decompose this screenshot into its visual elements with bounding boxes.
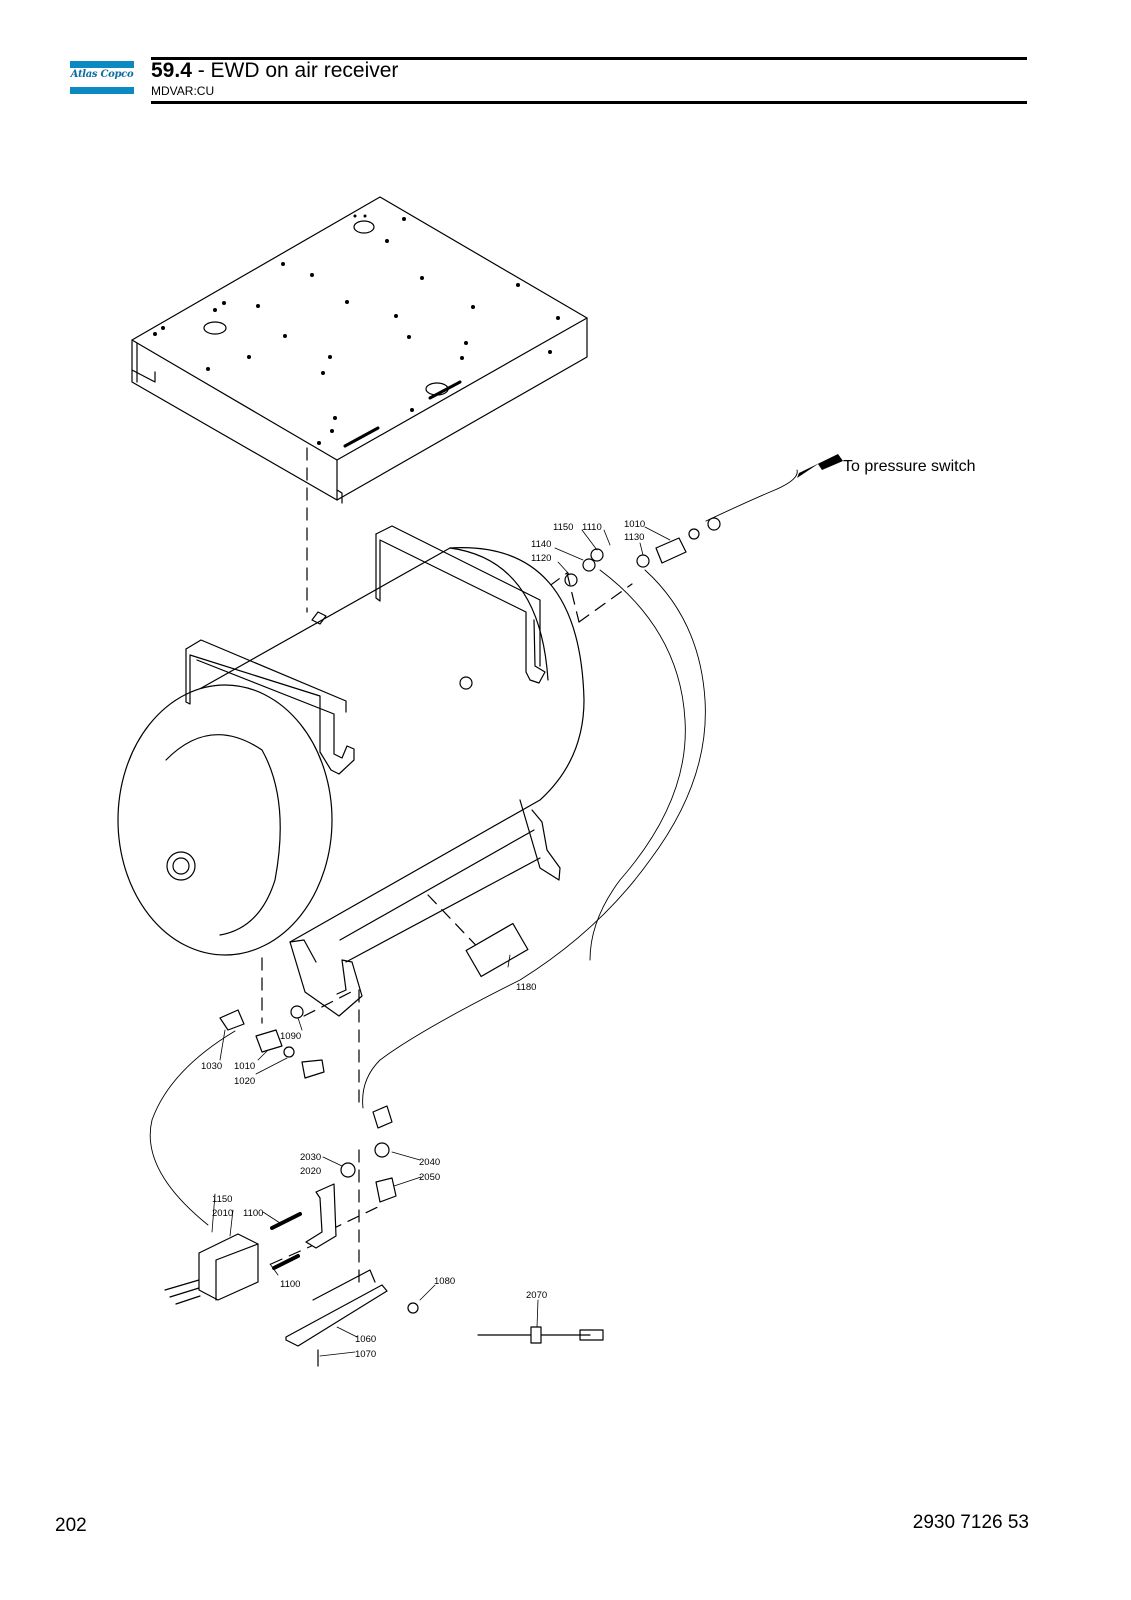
callout-label: 1120 — [531, 553, 551, 564]
callout-label: 1020 — [234, 1076, 255, 1087]
hose-lines — [149, 469, 798, 1226]
top-fittings — [564, 517, 721, 587]
pressure-switch-note: To pressure switch — [843, 458, 976, 475]
logo-wordmark: Atlas Copco — [70, 69, 134, 80]
callout-label: 1090 — [280, 1031, 301, 1042]
page-subtitle: MDVAR:CU — [151, 84, 215, 98]
section-title: - EWD on air receiver — [191, 59, 399, 82]
page-title: 59.4 - EWD on air receiver — [151, 58, 398, 84]
logo-band-bottom — [70, 87, 134, 94]
atlas-copco-logo: Atlas Copco — [70, 61, 134, 95]
document-number: 2930 7126 53 — [912, 1512, 1029, 1533]
callout-label: 2040 — [419, 1157, 440, 1168]
callout-label: 2010 — [212, 1208, 233, 1219]
header-rule-top — [151, 57, 1027, 60]
callout-label: 2050 — [419, 1172, 440, 1183]
callout-label: 2020 — [300, 1166, 321, 1177]
callout-label: 2030 — [300, 1152, 321, 1163]
leader-lines — [211, 526, 671, 1357]
arrow-icon — [797, 454, 843, 478]
callout-label: 1100 — [243, 1208, 263, 1219]
callout-label: 1100 — [280, 1279, 300, 1290]
callout-label: 1070 — [355, 1349, 376, 1360]
air-receiver-tank — [117, 547, 585, 956]
lower-fittings — [164, 1005, 604, 1367]
header-rule-bottom — [151, 101, 1027, 104]
callout-label: 1150 — [553, 522, 573, 533]
section-number: 59.4 — [151, 59, 192, 82]
tank-brackets — [185, 525, 561, 1017]
callout-labels: 1150 1110 1010 1130 1140 1120 1180 1090 … — [201, 519, 645, 1360]
frame-plate — [131, 196, 588, 504]
page-number: 202 — [55, 1515, 87, 1536]
callout-label: 1130 — [624, 532, 644, 543]
callout-label: 1140 — [531, 539, 551, 550]
callout-label: 1060 — [355, 1334, 376, 1345]
callout-label: 1010 — [624, 519, 645, 530]
frame-plate-holes — [153, 214, 560, 445]
callout-label: 1150 — [212, 1194, 232, 1205]
callout-label: 1180 — [516, 982, 536, 993]
logo-band-top — [70, 61, 134, 68]
callout-label: 1030 — [201, 1061, 222, 1072]
callout-label: 1110 — [582, 522, 602, 533]
callout-label: 1080 — [434, 1276, 455, 1287]
callout-label: 1010 — [234, 1061, 255, 1072]
callout-label: 2070 — [526, 1290, 547, 1301]
